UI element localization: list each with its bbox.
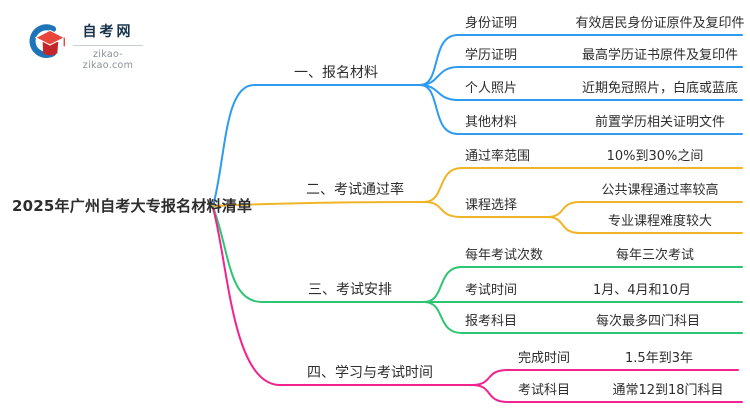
branch-3-label: 三、考试安排 [308, 282, 392, 298]
branch-4-label: 四、学习与考试时间 [307, 365, 433, 381]
subtopic-course-choice: 课程选择 [465, 198, 518, 213]
branch-2-label: 二、考试通过率 [306, 182, 404, 198]
leaf-edu-proof-detail: 最高学历证书原件及复印件 [581, 48, 739, 63]
branch-4-lines [212, 207, 743, 403]
site-logo: 自考网 zikao-zikao.com [28, 12, 143, 71]
subtopic-subjects-per-sitting: 报考科目 [465, 314, 518, 329]
branch-1-lines [212, 34, 743, 207]
leaf-pass-rate-range-detail: 10%到30%之间 [606, 149, 704, 164]
subtopic-other-materials: 其他材料 [465, 115, 518, 130]
leaf-exams-per-year-detail: 每年三次考试 [615, 248, 695, 263]
branch-2-lines [212, 167, 743, 234]
subtopic-photo: 个人照片 [465, 81, 518, 96]
leaf-major-course: 专业课程难度较大 [607, 214, 713, 229]
leaf-public-course: 公共课程通过率较高 [601, 183, 719, 198]
logo-divider [73, 45, 143, 46]
subtopic-pass-rate-range: 通过率范围 [465, 149, 531, 164]
subtopic-exams-per-year: 每年考试次数 [465, 248, 544, 263]
subtopic-id-proof: 身份证明 [465, 16, 518, 31]
leaf-exam-subjects-detail: 通常12到18门科目 [612, 383, 724, 398]
subtopic-exam-time: 考试时间 [465, 283, 518, 298]
logo-title: 自考网 [82, 24, 134, 40]
leaf-exam-time-detail: 1月、4月和10月 [592, 283, 692, 298]
root-topic: 2025年广州自考大专报名材料清单 [12, 197, 253, 215]
subtopic-edu-proof: 学历证明 [465, 48, 518, 63]
branch-1-label: 一、报名材料 [294, 65, 378, 81]
subtopic-exam-subjects: 考试科目 [518, 383, 571, 398]
graduation-cap-icon [29, 24, 66, 58]
leaf-completion-time-detail: 1.5年到3年 [625, 351, 693, 366]
leaf-id-proof-detail: 有效居民身份证原件及复印件 [575, 16, 745, 31]
leaf-other-materials-detail: 前置学历相关证明文件 [594, 115, 726, 130]
leaf-subjects-per-sitting-detail: 每次最多四门科目 [595, 314, 701, 329]
leaf-photo-detail: 近期免冠照片，白底或蓝底 [581, 81, 739, 96]
logo-domain: zikao-zikao.com [82, 49, 134, 71]
subtopic-completion-time: 完成时间 [518, 351, 571, 366]
branch-3-lines [212, 206, 743, 334]
